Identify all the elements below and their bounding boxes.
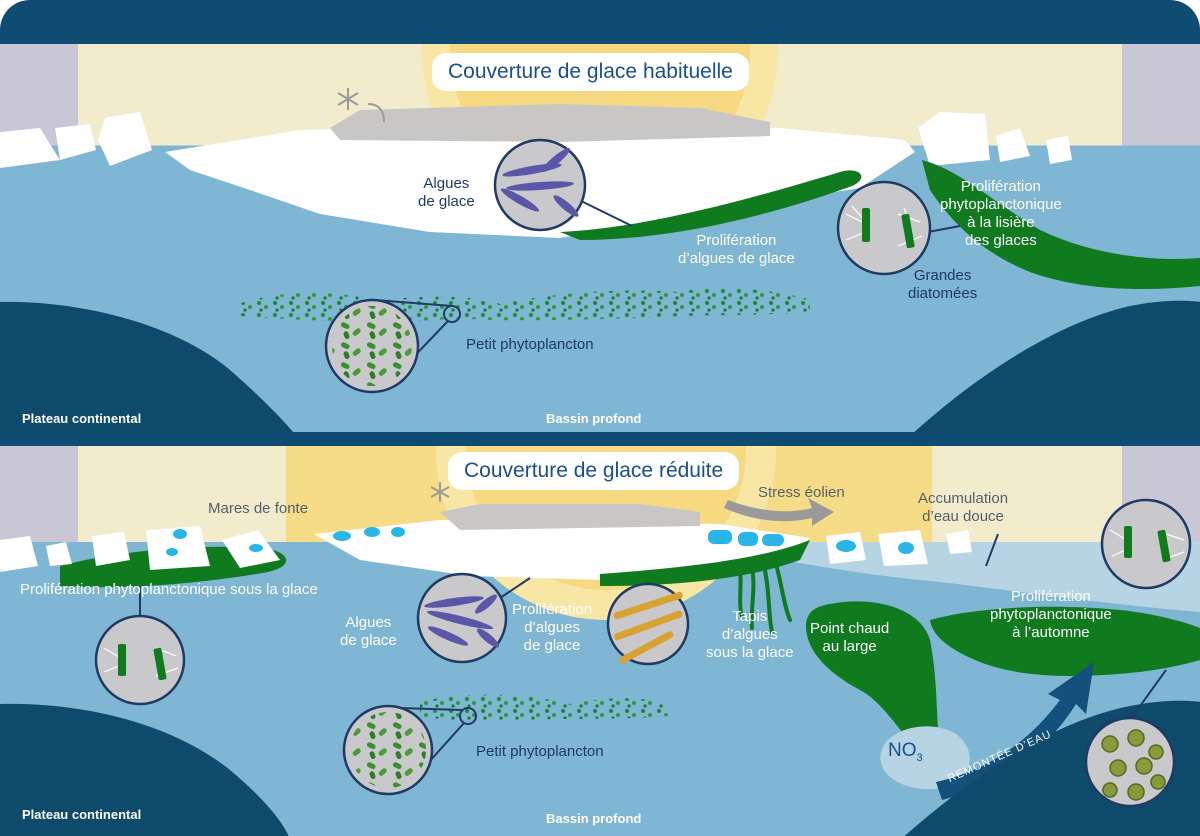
nitrate-blob <box>880 726 970 790</box>
under-ice-diatoms-magnifier <box>94 614 186 706</box>
label-line: de glace <box>523 637 581 654</box>
ice-algae-magnifier <box>493 138 633 232</box>
label-line: à l’automne <box>1012 624 1090 641</box>
ice-algae-bloom <box>560 170 862 240</box>
snow-cover <box>330 104 770 142</box>
label-line: d’algues <box>524 619 580 636</box>
upwelling-arrow <box>936 662 1094 800</box>
continental-shelf <box>0 703 289 836</box>
snowflake-icon <box>337 88 385 123</box>
label-line: Prolifération <box>696 232 777 249</box>
hotspot-label: Point chaud au large <box>810 620 889 656</box>
shelf-label: Plateau continental <box>22 807 142 822</box>
algae-mats-label: Tapis d’algues sous la glace <box>706 608 794 662</box>
sea-ice <box>314 520 810 580</box>
panel-title: Couverture de glace habituelle <box>432 53 749 91</box>
basin-label: Bassin profond <box>546 811 642 826</box>
shelf-label: Plateau continental <box>22 411 142 426</box>
ice-algae-magnifier <box>416 572 508 664</box>
algae-mats <box>738 562 792 634</box>
ice-algae-bloom-label: Prolifération d’algues de glace <box>512 601 592 655</box>
ice-algae-label: Algues de glace <box>418 175 475 211</box>
continental-shelf <box>0 301 293 432</box>
label-line: Algues <box>423 175 470 192</box>
offshore-hotspot <box>806 601 941 767</box>
large-diatoms-label: Grandes diatomées <box>908 267 977 303</box>
label-line: d’algues de glace <box>678 250 795 267</box>
label-line: Prolifération <box>1010 588 1091 605</box>
label-line: de glace <box>418 193 475 210</box>
label-line: au large <box>822 638 877 655</box>
small-phyto-label: Petit phytoplancton <box>476 743 604 760</box>
edge-bloom-label: Prolifération phytoplanctonique à la lis… <box>940 178 1062 250</box>
melt-ponds-label: Mares de fonte <box>208 500 309 517</box>
label-line: de glace <box>340 632 397 649</box>
label-line: à la lisière <box>967 214 1035 231</box>
ice-edge-bloom <box>922 160 1200 290</box>
autumn-bloom-label: Prolifération phytoplanctonique à l’auto… <box>990 588 1112 642</box>
panel-usual-ice <box>0 44 1200 432</box>
wind-arrow <box>724 498 834 526</box>
melt-ponds <box>333 527 784 546</box>
snow-cover <box>440 504 700 530</box>
wind-stress-label: Stress éolien <box>758 484 845 501</box>
label-line: phytoplanctonique <box>940 196 1062 213</box>
label-line: Prolifération <box>960 178 1041 195</box>
under-ice-bloom-label: Prolifération phytoplanctonique sous la … <box>20 581 318 598</box>
label-line: d’eau douce <box>922 508 1004 525</box>
autumn-bloom <box>930 606 1200 676</box>
small-phyto-magnifier <box>342 704 434 796</box>
panel-title: Couverture de glace réduite <box>448 452 740 490</box>
label-line: Grandes <box>913 267 972 284</box>
small-phyto-magnifier <box>324 298 420 394</box>
nitrate-label: NO3 <box>888 740 923 764</box>
small-phytoplankton-band <box>420 694 668 721</box>
round-cells-magnifier <box>1084 716 1176 808</box>
label-line: sous la glace <box>706 644 794 661</box>
ice-algae-label: Algues de glace <box>340 614 397 650</box>
ice-algae-bloom <box>600 540 810 586</box>
basin-label: Bassin profond <box>546 411 642 426</box>
nitrate-subscript: 3 <box>916 751 923 764</box>
ice-algae-bloom-label: Prolifération d’algues de glace <box>678 232 795 268</box>
slope-right <box>914 300 1200 432</box>
label-line: Point chaud <box>810 620 890 637</box>
small-phyto-label: Petit phytoplancton <box>466 336 594 353</box>
label-line: Prolifération <box>512 601 593 618</box>
snowflake-icon <box>430 482 450 502</box>
chain-diatoms-magnifier <box>606 582 690 666</box>
label-line: Algues <box>345 614 392 631</box>
label-line: d’algues <box>721 626 778 643</box>
label-line: des glaces <box>965 232 1037 249</box>
label-line: Accumulation <box>918 490 1009 507</box>
large-diatoms-magnifier <box>836 180 961 276</box>
label-line: diatomées <box>908 285 978 302</box>
autumn-diatoms-magnifier <box>1100 498 1192 590</box>
nitrate-text: NO <box>888 740 917 761</box>
label-line: phytoplanctonique <box>990 606 1112 623</box>
freshwater-label: Accumulation d’eau douce <box>918 490 1008 526</box>
label-line: Tapis <box>732 608 768 625</box>
